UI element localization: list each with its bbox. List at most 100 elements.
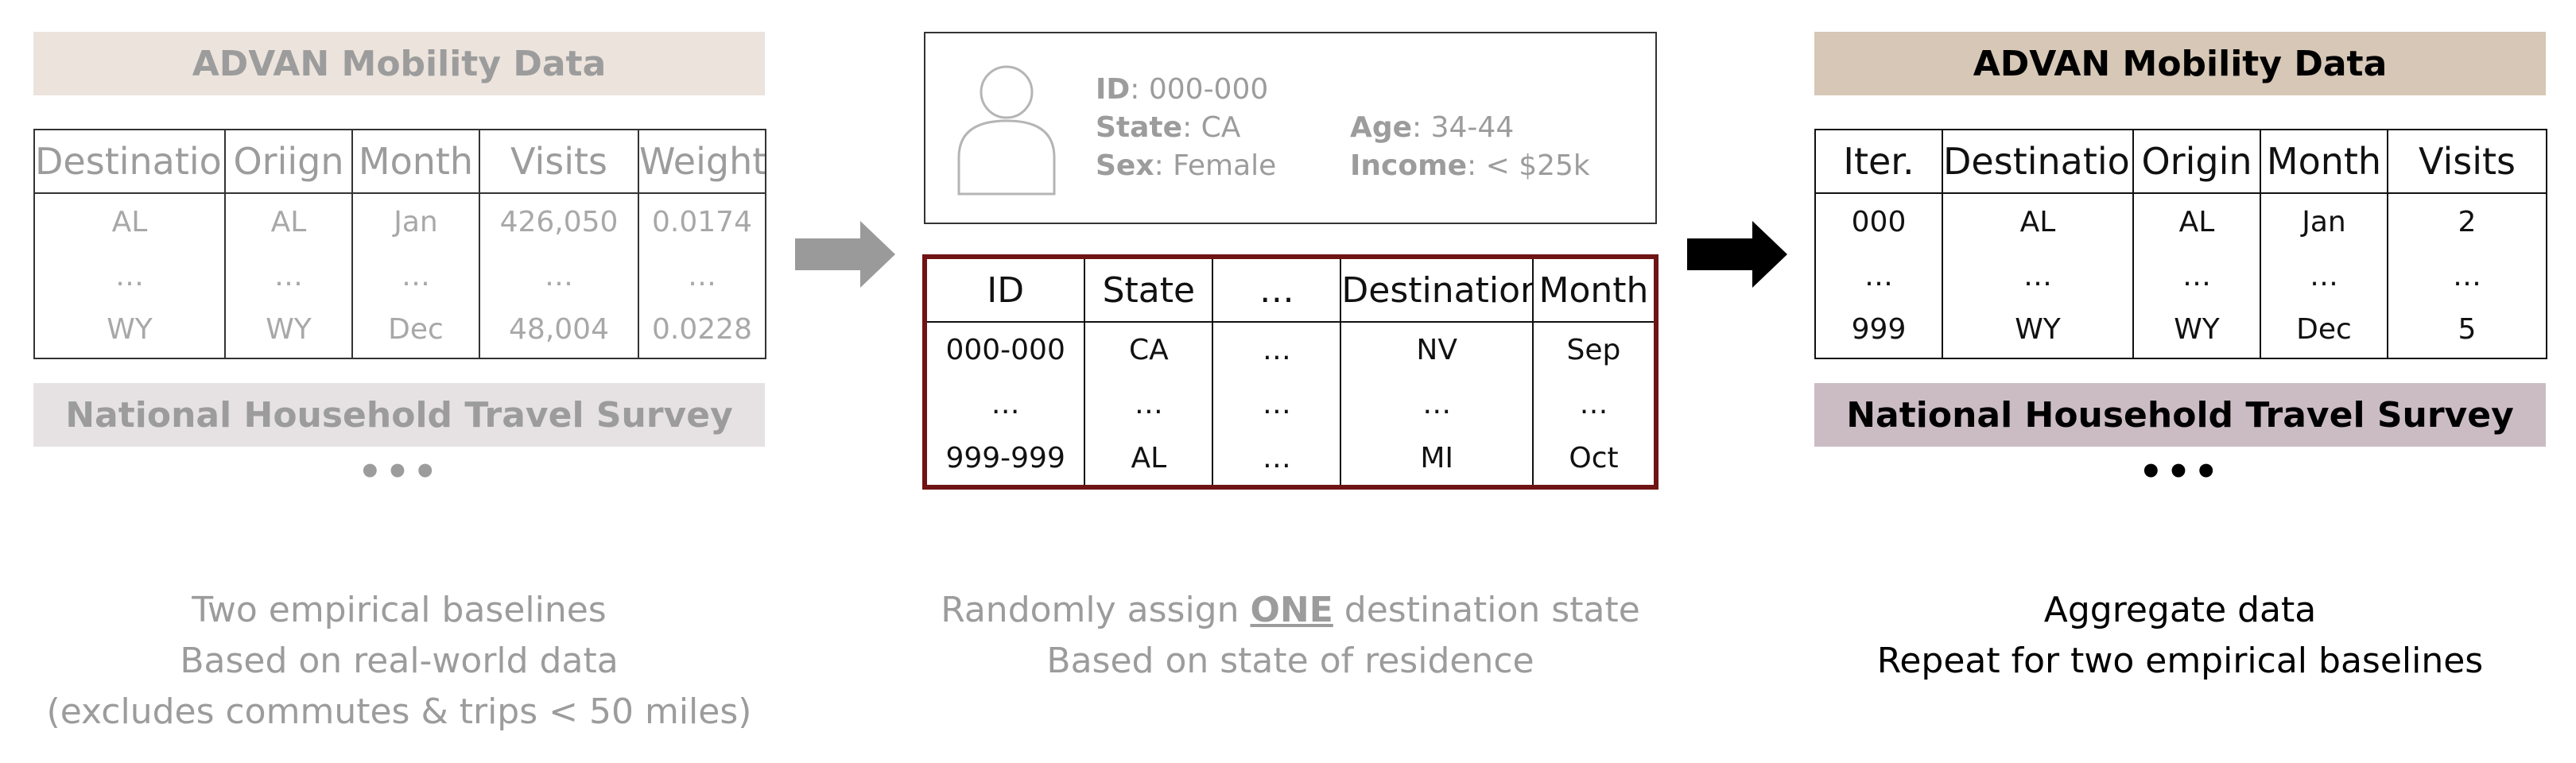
- gray-arrow-icon: [795, 221, 895, 288]
- table-cell: NV: [1340, 322, 1534, 377]
- table-cell: AL: [2133, 193, 2261, 250]
- table-cell: …: [1212, 322, 1342, 377]
- col-destination: Destination: [1942, 130, 2134, 194]
- right-caption-line2: Repeat for two empirical baselines: [1876, 641, 2484, 681]
- table-cell: Sep: [1566, 333, 1621, 366]
- left-nhts-header-label: National Household Travel Survey: [65, 394, 733, 436]
- table-cell: CA: [1084, 322, 1214, 377]
- table-cell: Oct: [1569, 441, 1619, 474]
- col-month: Month: [2260, 130, 2388, 194]
- left-advan-header: ADVAN Mobility Data: [33, 32, 765, 95]
- table-cell: 000: [1815, 193, 1943, 250]
- left-caption-line1: Two empirical baselines: [192, 590, 607, 630]
- left-caption-line3: (excludes commutes & trips < 50 miles): [46, 691, 752, 732]
- table-cell: …: [1212, 377, 1342, 431]
- table-cell: …: [1084, 377, 1214, 431]
- col-id: ID: [925, 257, 1086, 323]
- table-cell: …: [925, 377, 1086, 431]
- table-header-row: Iter. Destination Origin Month Visits: [1815, 130, 2547, 194]
- table-cell: …: [1942, 250, 2134, 301]
- right-caption-line1: Aggregate data: [2043, 590, 2317, 630]
- col-month: Month: [1532, 257, 1656, 323]
- right-table: Iter. Destination Origin Month Visits 00…: [1814, 129, 2547, 359]
- middle-table: ID State … Destination Month 000-000 CA …: [922, 254, 1658, 490]
- right-caption: Aggregate data Repeat for two empirical …: [1814, 585, 2546, 687]
- middle-caption-line1: Randomly assign ONE destination state: [906, 585, 1674, 636]
- table-cell: …: [479, 250, 639, 301]
- profile-id: ID: 000-000: [1096, 73, 1268, 106]
- profile-state-value: : CA: [1182, 111, 1241, 144]
- right-advan-header: ADVAN Mobility Data: [1814, 32, 2546, 95]
- profile-income-label: Income: [1350, 149, 1468, 182]
- table-cell: 0.0174: [652, 206, 752, 238]
- middle-caption-line2: Based on state of residence: [1046, 641, 1534, 681]
- middle-caption-pre: Randomly assign: [941, 590, 1251, 630]
- col-destination: Destination: [34, 130, 226, 194]
- col-ellipsis: …: [1212, 257, 1342, 323]
- col-weight: Weight: [638, 130, 766, 194]
- table-cell: Dec: [2260, 301, 2388, 358]
- profile-state: State: CA: [1096, 111, 1240, 144]
- left-more-ellipsis: •••: [357, 450, 441, 494]
- table-cell: 000-000: [925, 322, 1086, 377]
- table-row: … … … … …: [1815, 250, 2547, 301]
- profile-age-label: Age: [1350, 111, 1413, 144]
- table-cell: 2: [2458, 206, 2477, 238]
- table-cell: 48,004: [479, 301, 639, 358]
- table-cell: 999: [1815, 301, 1943, 358]
- table-row: 000-000 CA … NV Sep: [925, 322, 1656, 377]
- table-cell: WY: [2133, 301, 2261, 358]
- table-cell: Jan: [352, 193, 480, 250]
- table-header-row: ID State … Destination Month: [925, 257, 1656, 323]
- col-visits: Visits: [479, 130, 639, 194]
- profile-state-label: State: [1096, 111, 1183, 144]
- person-avatar-icon: [957, 65, 1056, 196]
- table-cell: 5: [2458, 313, 2477, 346]
- profile-sex-label: Sex: [1096, 149, 1154, 182]
- table-row: 000 AL AL Jan 2: [1815, 193, 2547, 250]
- left-caption: Two empirical baselines Based on real-wo…: [33, 585, 765, 738]
- col-state: State: [1084, 257, 1214, 323]
- profile-age: Age: 34-44: [1350, 111, 1514, 144]
- table-cell: WY: [34, 301, 226, 358]
- profile-id-label: ID: [1096, 73, 1131, 106]
- table-cell: 999-999: [925, 431, 1086, 487]
- table-header-row: Destination Oriign Month Visits Weight: [34, 130, 766, 194]
- profile-age-value: : 34-44: [1412, 111, 1515, 144]
- table-cell: AL: [225, 193, 353, 250]
- col-iter: Iter.: [1815, 130, 1943, 194]
- right-more-ellipsis: •••: [2138, 450, 2222, 494]
- table-cell: AL: [1942, 193, 2134, 250]
- table-row: … … … … …: [925, 377, 1656, 431]
- table-row: 999-999 AL … MI Oct: [925, 431, 1656, 487]
- table-cell: …: [1212, 431, 1342, 487]
- table-cell: …: [352, 250, 480, 301]
- table-cell: …: [2453, 259, 2481, 292]
- table-cell: …: [225, 250, 353, 301]
- black-arrow-icon: [1687, 221, 1787, 288]
- table-cell: …: [2133, 250, 2261, 301]
- person-profile-card: ID: 000-000 State: CA Sex: Female Age: 3…: [924, 32, 1657, 224]
- table-cell: AL: [1084, 431, 1214, 487]
- table-cell: 0.0228: [652, 313, 752, 346]
- table-cell: …: [688, 259, 716, 292]
- table-row: AL AL Jan 426,050 0.0174: [34, 193, 766, 250]
- col-origin: Oriign: [225, 130, 353, 194]
- table-cell: WY: [225, 301, 353, 358]
- left-table: Destination Oriign Month Visits Weight A…: [33, 129, 766, 359]
- right-nhts-header: National Household Travel Survey: [1814, 383, 2546, 447]
- table-cell: MI: [1340, 431, 1534, 487]
- profile-sex-value: : Female: [1154, 149, 1277, 182]
- col-visits: Visits: [2388, 130, 2547, 194]
- left-advan-header-label: ADVAN Mobility Data: [192, 43, 607, 84]
- table-row: WY WY Dec 48,004 0.0228: [34, 301, 766, 358]
- profile-sex: Sex: Female: [1096, 149, 1276, 182]
- table-cell: AL: [34, 193, 226, 250]
- table-row: 999 WY WY Dec 5: [1815, 301, 2547, 358]
- table-cell: …: [1815, 250, 1943, 301]
- table-cell: Dec: [352, 301, 480, 358]
- left-nhts-header: National Household Travel Survey: [33, 383, 765, 447]
- left-caption-line2: Based on real-world data: [180, 641, 619, 681]
- table-cell: …: [2260, 250, 2388, 301]
- table-cell: …: [1579, 387, 1608, 420]
